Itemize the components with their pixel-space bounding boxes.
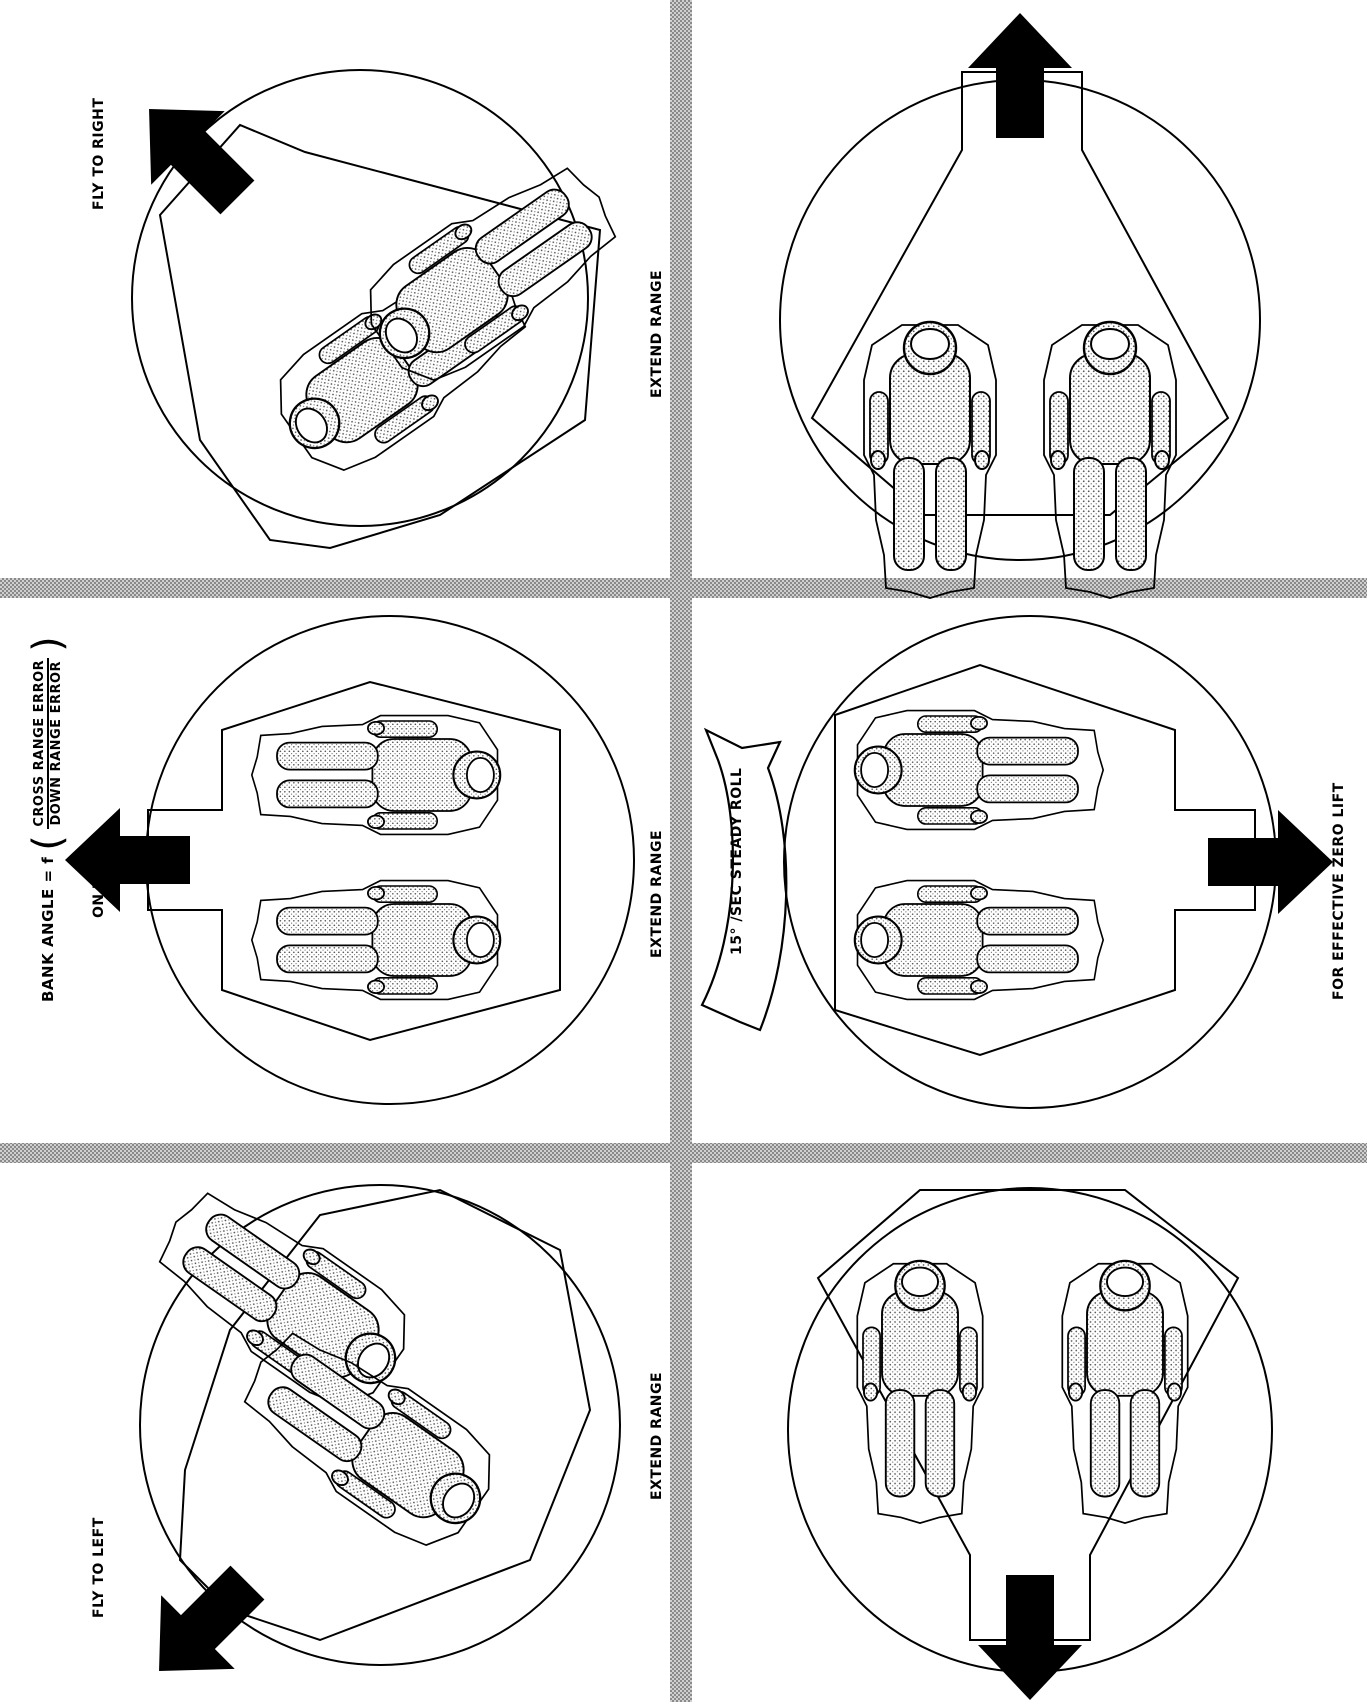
astronaut-lower [252, 881, 500, 1000]
panel-on-track [65, 616, 634, 1104]
horizontal-separator-top [0, 578, 1367, 598]
extend-range-label-middle: EXTEND RANGE [650, 830, 664, 958]
astronaut-upper [252, 716, 500, 835]
cabin-outline [148, 682, 560, 1040]
panel-bottom-right [788, 1188, 1272, 1700]
extend-range-label-top: EXTEND RANGE [650, 270, 664, 398]
fly-to-right-label: FLY TO RIGHT [92, 98, 106, 210]
extend-range-label-bottom: EXTEND RANGE [650, 1372, 664, 1500]
formula-close-paren: ) [28, 636, 68, 652]
fly-to-left-label: FLY TO LEFT [92, 1517, 106, 1618]
astronaut-right [1044, 322, 1176, 598]
formula-prefix: BANK ANGLE = f [41, 857, 56, 1002]
astronaut-upper [855, 711, 1103, 830]
astronaut-lower [855, 881, 1103, 1000]
arrow-right-icon [1208, 810, 1333, 914]
panel-fly-to-left [122, 1171, 620, 1702]
cabin-outline [818, 1190, 1238, 1640]
formula-open-paren: ( [28, 835, 68, 851]
formula-numerator: CROSS RANGE ERROR [33, 658, 49, 829]
bank-angle-formula: BANK ANGLE = f ( CROSS RANGE ERROR DOWN … [28, 636, 68, 1002]
arrow-up-icon [968, 13, 1072, 138]
arrow-down-icon [978, 1575, 1082, 1700]
horizontal-separator-bottom [0, 1143, 1367, 1163]
panel-fly-to-right [112, 70, 635, 548]
arrow-down-left-icon [122, 1546, 284, 1702]
astronaut-right [1062, 1261, 1187, 1523]
astronaut-left [864, 322, 996, 598]
capsule-window-circle [780, 80, 1260, 560]
arrow-left-icon [65, 808, 190, 912]
steady-roll-label: 15° /SEC STEADY ROLL [730, 768, 744, 955]
arrow-up-left-icon [112, 72, 274, 234]
effective-zero-lift-label: FOR EFFECTIVE ZERO LIFT [1332, 782, 1346, 1000]
vertical-separator [670, 0, 692, 1702]
capsule-window-circle [784, 616, 1276, 1108]
on-track-label: ON TRACK [92, 833, 106, 918]
formula-denominator: DOWN RANGE ERROR [49, 659, 63, 828]
panel-effective-zero-lift [784, 616, 1333, 1108]
panel-extend-range-top [780, 13, 1260, 598]
formula-fraction: CROSS RANGE ERROR DOWN RANGE ERROR [33, 658, 63, 829]
astronaut-left [857, 1261, 982, 1523]
astronaut-upper [140, 1171, 427, 1424]
